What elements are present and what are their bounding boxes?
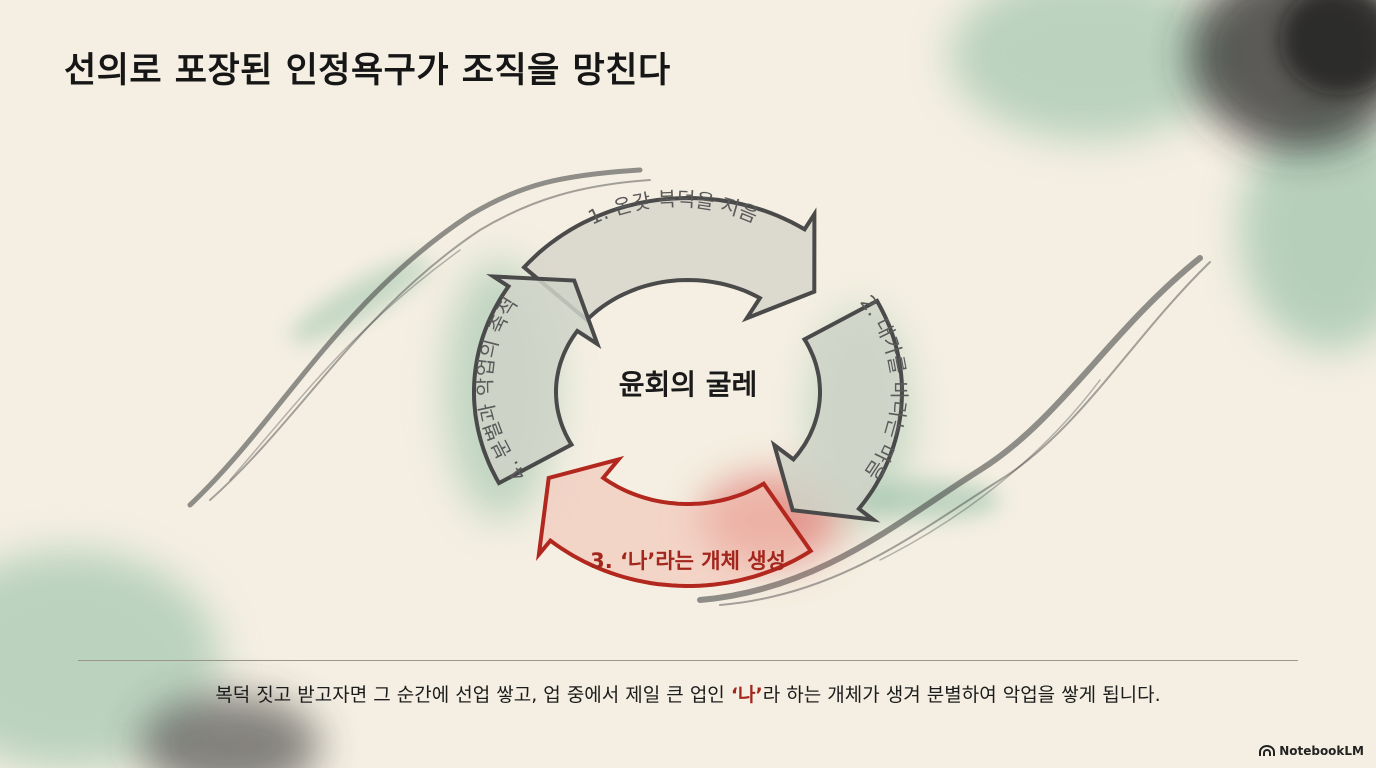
notebooklm-icon xyxy=(1259,745,1276,756)
divider xyxy=(78,660,1298,661)
green-wash-bottom-left xyxy=(0,550,320,768)
caption-highlight: ‘나’ xyxy=(730,684,763,706)
caption-text-after: 라 하는 개체가 생겨 분별하여 악업을 쌓게 됩니다. xyxy=(762,684,1161,706)
ink-brush-strokes xyxy=(187,167,1211,606)
green-wash-top-right xyxy=(950,0,1376,350)
brand-logo: NotebookLM xyxy=(1259,744,1364,758)
slide-title: 선의로 포장된 인정욕구가 조직을 망친다 xyxy=(64,51,671,91)
cycle-center-label: 윤회의 굴레 xyxy=(619,368,758,401)
step-3-label: 3. ‘나’라는 개체 생성 xyxy=(590,549,786,573)
step-3-arrow xyxy=(536,455,814,588)
caption: 복덕 짓고 받고자면 그 순간에 선업 쌓고, 업 중에서 제일 큰 업인 ‘나… xyxy=(0,680,1376,707)
step-1-arrow xyxy=(521,195,817,323)
step-4-arrow xyxy=(472,274,602,486)
brand-name: NotebookLM xyxy=(1279,744,1364,758)
step-2-arrow xyxy=(770,298,905,523)
caption-text-before: 복덕 짓고 받고자면 그 순간에 선업 쌓고, 업 중에서 제일 큰 업인 xyxy=(215,684,731,706)
